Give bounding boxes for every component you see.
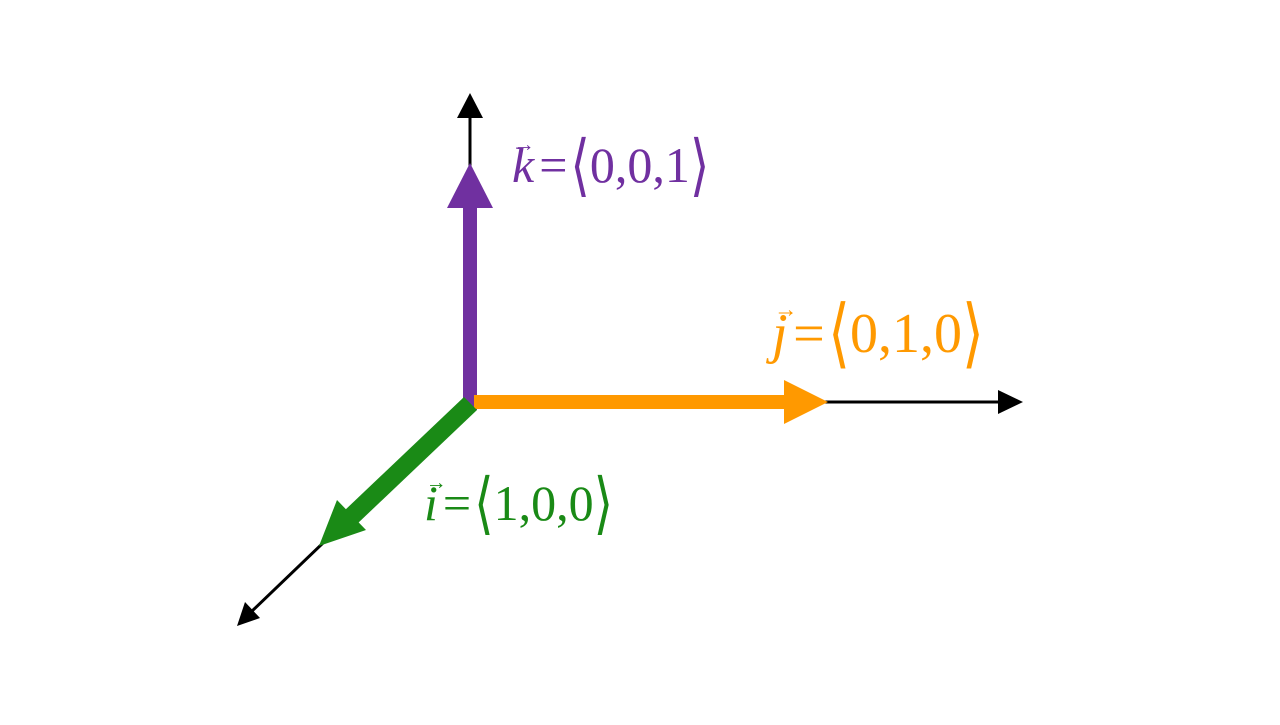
k-letter: k xyxy=(512,137,535,193)
j-open-bracket: ⟨ xyxy=(828,292,850,376)
k-vector xyxy=(447,163,493,410)
i-letter: i xyxy=(424,475,438,531)
k-arrow-accent: → xyxy=(513,131,535,156)
x-axis-arrowhead xyxy=(237,602,260,626)
j-components: 0,1,0 xyxy=(849,303,962,365)
j-vector-label: →j=⟨0,1,0⟩ xyxy=(772,296,984,372)
k-vector-shaft xyxy=(463,200,477,410)
y-axis-arrowhead xyxy=(998,390,1023,414)
i-symbol: →i xyxy=(424,471,447,531)
i-arrow-accent: → xyxy=(425,469,447,494)
i-equals: = xyxy=(442,475,472,531)
i-components: 1,0,0 xyxy=(493,475,594,531)
k-components: 0,0,1 xyxy=(589,137,690,193)
i-vector xyxy=(319,397,477,546)
i-vector-shaft xyxy=(344,397,477,524)
j-equals: = xyxy=(793,303,825,365)
k-open-bracket: ⟨ xyxy=(570,127,590,203)
k-vector-label: →k=⟨0,0,1⟩ xyxy=(512,131,709,199)
i-open-bracket: ⟨ xyxy=(474,465,494,541)
i-vector-arrowhead xyxy=(319,500,366,546)
k-symbol: →k xyxy=(512,133,535,193)
i-vector-label: →i=⟨1,0,0⟩ xyxy=(424,469,613,537)
j-vector xyxy=(474,380,828,424)
j-letter: j xyxy=(772,303,788,365)
j-arrow-accent: → xyxy=(773,296,798,323)
z-axis-arrowhead xyxy=(457,93,483,118)
j-vector-arrowhead xyxy=(784,380,828,424)
j-symbol: →j xyxy=(772,298,797,365)
j-vector-shaft xyxy=(474,395,790,409)
k-vector-arrowhead xyxy=(447,163,493,208)
i-close-bracket: ⟩ xyxy=(593,465,614,541)
k-equals: = xyxy=(539,137,568,193)
j-close-bracket: ⟩ xyxy=(961,292,984,376)
k-close-bracket: ⟩ xyxy=(689,127,710,203)
